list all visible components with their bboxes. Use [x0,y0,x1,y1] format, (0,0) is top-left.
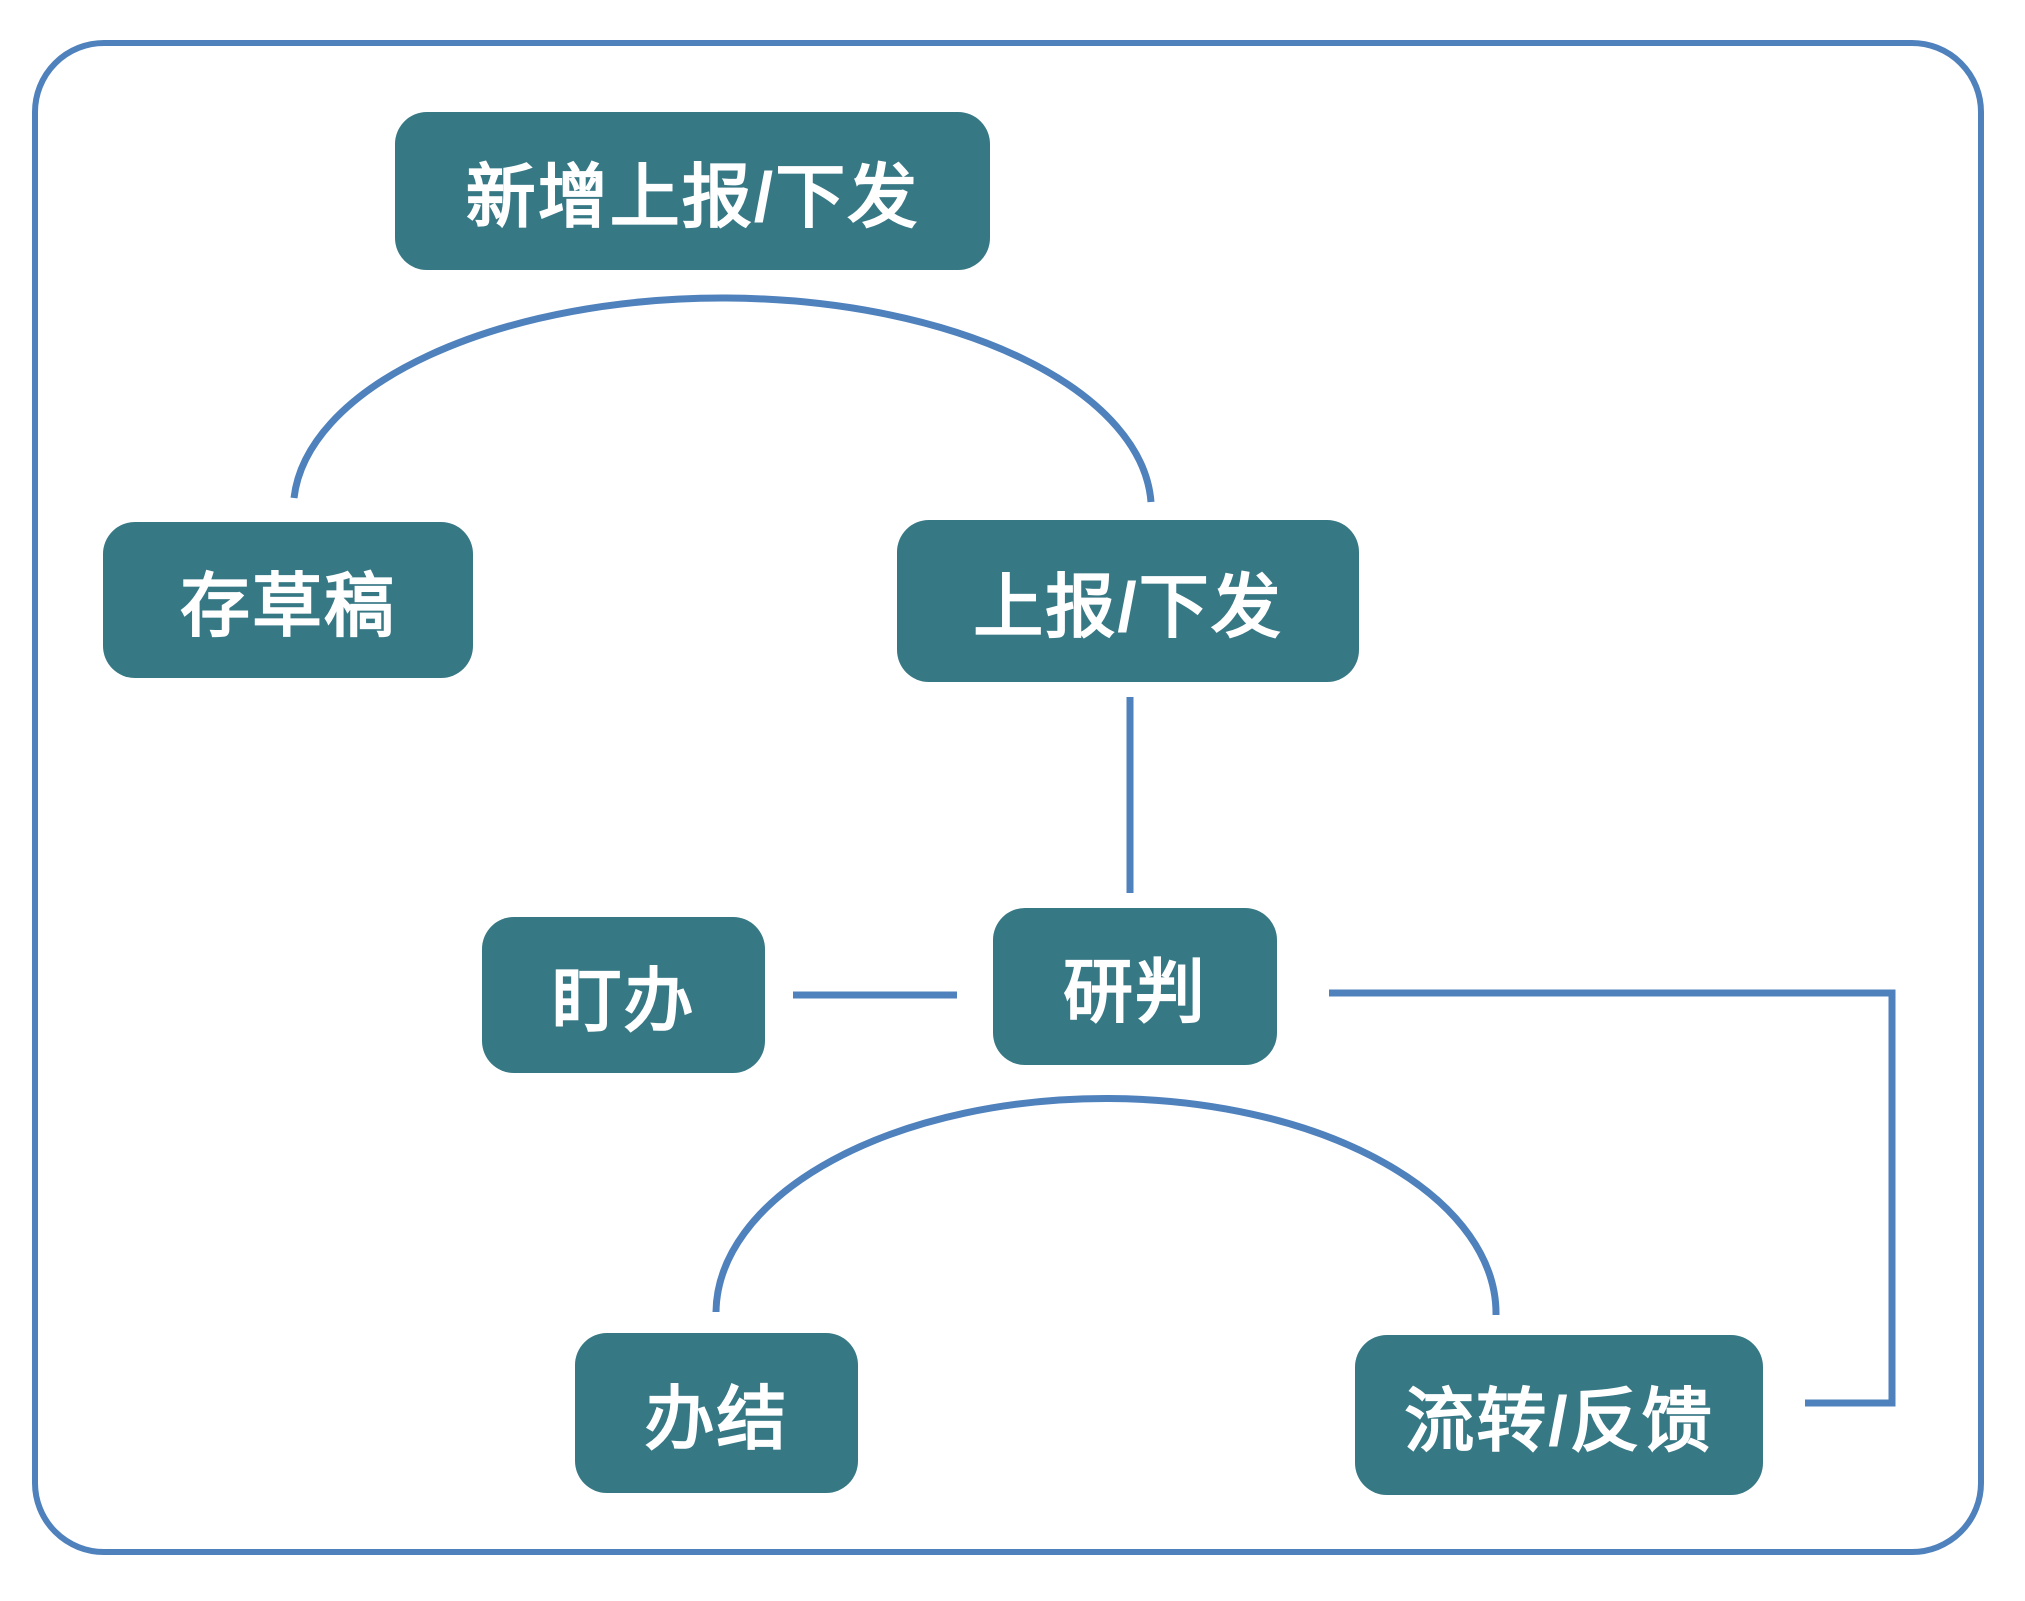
node-watch-label: 盯办 [551,961,696,1040]
node-analyze-label: 研判 [1063,953,1207,1031]
node-new-report: 新增上报/下发 [395,112,990,270]
node-transfer-feedback-label: 流转/反馈 [1404,1381,1714,1460]
connector-analyze-branch-arc [712,1095,1500,1316]
node-new-report-label: 新增上报/下发 [465,157,920,236]
node-transfer-feedback: 流转/反馈 [1355,1335,1763,1495]
node-save-draft: 存草稿 [103,522,473,678]
connector-newreport-branch-arc [290,294,1155,503]
node-report-issue-label: 上报/下发 [973,567,1283,646]
node-save-draft-label: 存草稿 [180,566,396,645]
node-report-issue: 上报/下发 [897,520,1359,682]
connector-analyze-transfer-elbow [1329,989,1896,1407]
node-complete-label: 办结 [644,1379,789,1458]
node-analyze: 研判 [993,908,1277,1065]
outer-rounded-border [32,40,1984,1555]
node-watch: 盯办 [482,917,765,1073]
node-complete: 办结 [575,1333,858,1493]
